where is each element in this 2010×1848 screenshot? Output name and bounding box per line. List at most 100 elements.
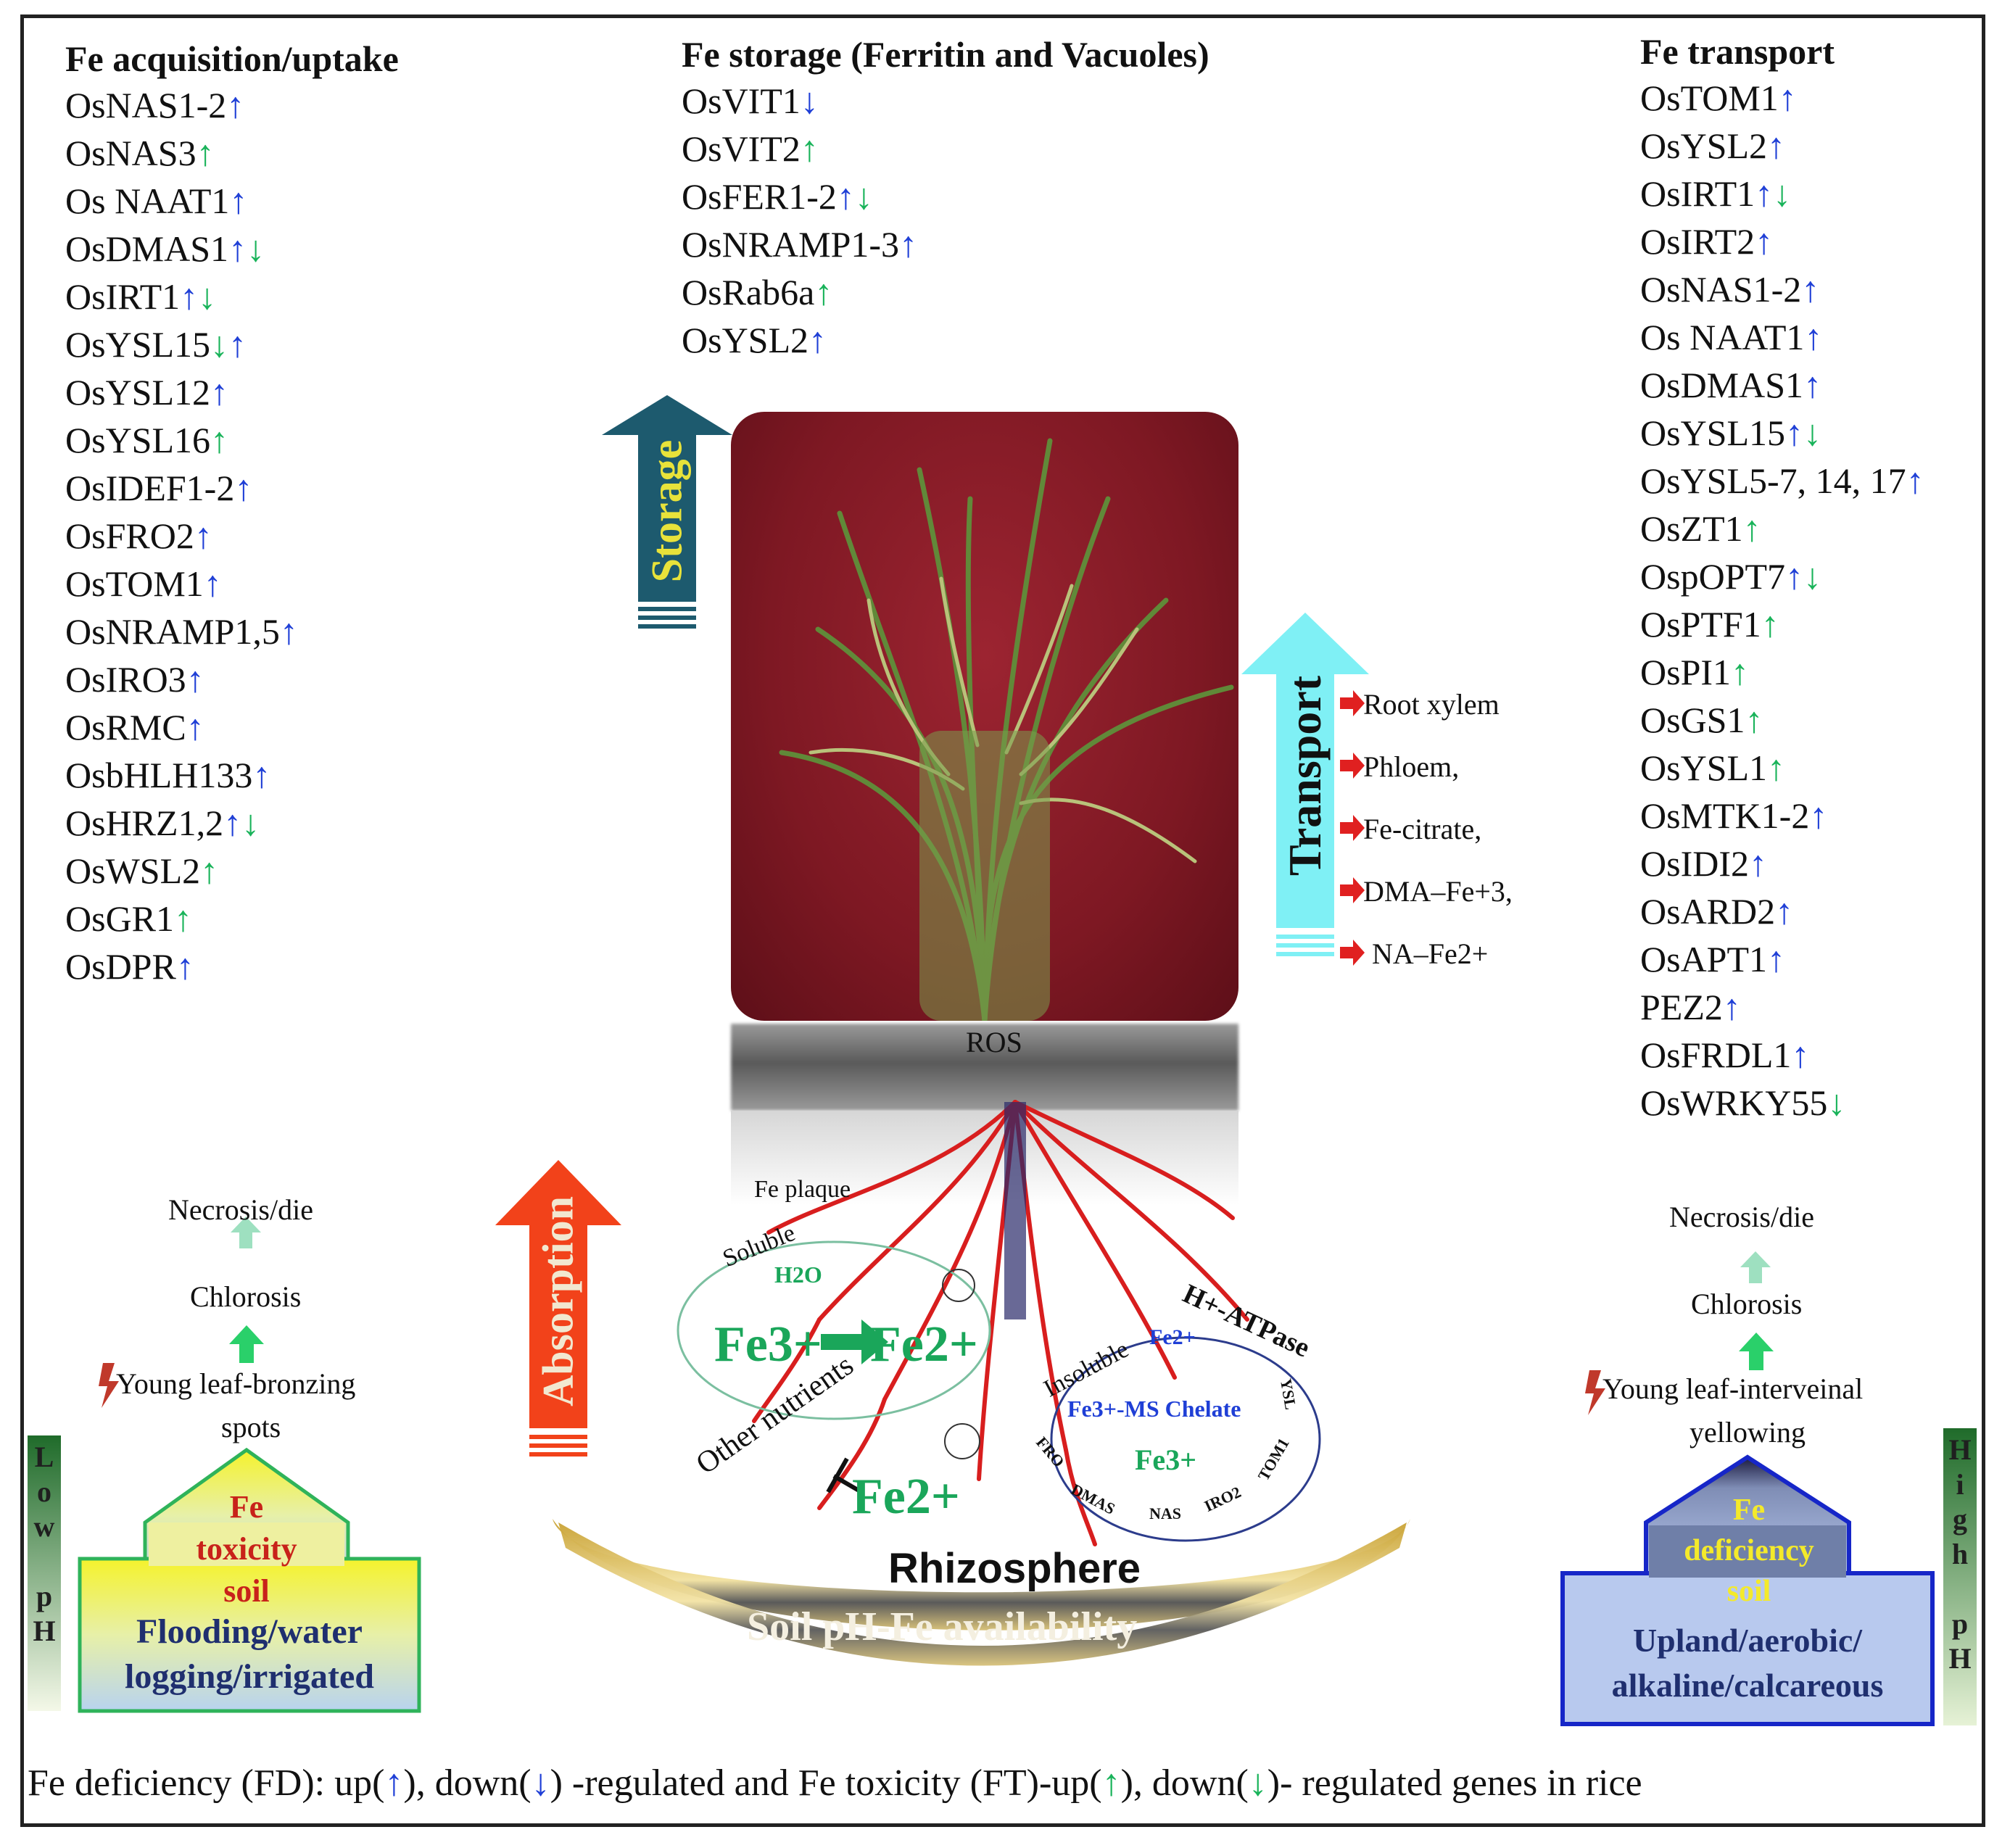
gene-entry: OsFRO2↑ — [65, 512, 399, 560]
gene-name: OsFRDL1 — [1640, 1035, 1792, 1075]
route-dma-fe: DMA–Fe+3, — [1363, 875, 1513, 908]
legend-ft-up-arrow: ↑ — [1101, 1762, 1121, 1804]
gene-name: OsFER1-2 — [682, 176, 837, 217]
fe2-inner-label: Fe2+ — [1149, 1325, 1196, 1349]
chelate-label: Fe3+-MS Chelate — [1067, 1396, 1241, 1422]
gene-entry: OsYSL2↑ — [682, 316, 1209, 364]
left-house-bottom-2: logging/irrigated — [125, 1657, 374, 1696]
fd-down-arrow-icon: ↓ — [800, 80, 819, 121]
gene-entry: OsYSL15↓↑ — [65, 320, 399, 368]
ph-letter: i — [1956, 1468, 1964, 1501]
route-fe-citrate: Fe-citrate, — [1363, 813, 1482, 845]
gene-name: OsIRT1 — [1640, 173, 1755, 214]
gene-entry: OsWRKY55↓ — [1640, 1079, 1924, 1127]
gene-entry: Os NAAT1↑ — [1640, 313, 1924, 361]
left-necrosis: Necrosis/die — [168, 1193, 313, 1226]
left-symptom-line2: spots — [221, 1411, 281, 1443]
gene-entry: OsYSL15↑↓ — [1640, 409, 1924, 457]
fd-up-arrow-icon: ↑ — [899, 224, 918, 265]
soil-surface-band — [731, 1024, 1238, 1111]
storage-title: Fe storage (Ferritin and Vacuoles) — [682, 34, 1209, 75]
legend-ft-down-arrow: ↓ — [1248, 1762, 1267, 1804]
transport-arrow-label: Transport — [1279, 675, 1331, 877]
ft-down-arrow-icon: ↓ — [241, 803, 260, 843]
gene-entry: OsNAS1-2↑ — [65, 81, 399, 129]
legend-fd-up-arrow: ↑ — [384, 1762, 404, 1804]
gene-name: OsDMAS1 — [65, 228, 229, 269]
ph-letter: h — [1951, 1538, 1969, 1570]
gene-name: OsYSL12 — [65, 372, 211, 413]
left-house-top-3: soil — [223, 1573, 270, 1609]
ft-up-arrow-icon: ↑ — [210, 420, 229, 460]
left-house-top-2: toxicity — [196, 1531, 297, 1567]
left-house — [78, 1447, 421, 1713]
legend-part-1: Fe deficiency (FD): up( — [28, 1762, 385, 1804]
left-house-top-1: Fe — [229, 1489, 264, 1525]
ph-letter: H — [33, 1615, 56, 1647]
left-house-bottom: Flooding/water logging/irrigated — [125, 1609, 374, 1699]
fd-up-arrow-icon: ↑ — [203, 563, 222, 604]
legend-fd-down-arrow: ↓ — [531, 1762, 550, 1804]
ft-down-arrow-icon: ↓ — [1803, 556, 1822, 597]
ft-up-arrow-icon: ↑ — [1767, 747, 1786, 788]
fd-up-arrow-icon: ↑ — [226, 85, 245, 125]
gene-entry: OsIDEF1-2↑ — [65, 464, 399, 512]
gene-name: OsTOM1 — [1640, 78, 1779, 118]
left-lightning-icon — [99, 1363, 119, 1408]
gene-entry: OsIRO3↑ — [65, 655, 399, 703]
fe2-label: Fe2+ — [870, 1317, 978, 1372]
ring-nas: NAS — [1149, 1504, 1182, 1522]
gene-name: OsZT1 — [1640, 508, 1743, 549]
acquisition-column: Fe acquisition/uptake OsNAS1-2↑OsNAS3↑Os… — [65, 36, 399, 990]
gene-entry: OsIRT2↑ — [1640, 217, 1924, 265]
gene-entry: OsVIT1↓ — [682, 77, 1209, 125]
gene-name: OsFRO2 — [65, 515, 194, 556]
gene-name: OsMTK1-2 — [1640, 795, 1810, 836]
fe2-block-label: Fe2+ — [852, 1469, 960, 1525]
ros-label: ROS — [966, 1026, 1022, 1058]
rhizosphere-title: Rhizosphere — [888, 1545, 1141, 1592]
gene-entry: OsYSL5-7, 14, 17↑ — [1640, 457, 1924, 505]
fd-up-arrow-icon: ↑ — [1906, 460, 1924, 501]
gene-name: OsNAS1-2 — [65, 85, 227, 125]
gene-entry: OspOPT7↑↓ — [1640, 552, 1924, 600]
gene-entry: Os NAAT1↑ — [65, 177, 399, 225]
fd-up-arrow-icon: ↑ — [186, 707, 204, 747]
high-ph-bar — [1943, 1428, 1977, 1725]
gene-entry: OsDPR↑ — [65, 942, 399, 990]
gene-entry: OsTOM1↑ — [65, 560, 399, 608]
gene-name: OsPI1 — [1640, 652, 1732, 692]
h2o-label: H2O — [774, 1261, 822, 1288]
right-house — [1560, 1454, 1935, 1726]
gene-entry: OsDMAS1↑↓ — [65, 225, 399, 273]
ft-down-arrow-icon: ↓ — [210, 324, 229, 365]
gene-name: OsGS1 — [1640, 700, 1745, 740]
ph-letter: p — [36, 1580, 53, 1612]
gene-entry: OsGR1↑ — [65, 895, 399, 942]
fd-up-arrow-icon: ↑ — [194, 515, 212, 556]
fd-up-arrow-icon: ↑ — [808, 320, 827, 360]
legend: Fe deficiency (FD): up(↑), down(↓) -regu… — [28, 1762, 1642, 1805]
route-na-fe: NA–Fe2+ — [1372, 937, 1489, 970]
fd-up-arrow-icon: ↑ — [836, 176, 855, 217]
ft-up-arrow-icon: ↑ — [814, 272, 833, 312]
fd-up-arrow-icon: ↑ — [1785, 556, 1804, 597]
fd-up-arrow-icon: ↑ — [1801, 269, 1820, 310]
gene-entry: OsFER1-2↑↓ — [682, 173, 1209, 220]
gene-name: OsARD2 — [1640, 891, 1776, 932]
ph-letter: H — [1948, 1642, 1972, 1675]
gene-entry: OsRMC↑ — [65, 703, 399, 751]
gene-name: OsbHLH133 — [65, 755, 253, 795]
gene-entry: OsYSL2↑ — [1640, 122, 1924, 170]
left-house-bottom-1: Flooding/water — [136, 1612, 363, 1651]
gene-name: OsYSL15 — [65, 324, 211, 365]
fe3-label: Fe3+ — [714, 1317, 822, 1372]
rhizosphere-bowl — [553, 1519, 1410, 1631]
gene-name: OsWSL2 — [65, 850, 201, 891]
fd-up-arrow-icon: ↑ — [1785, 413, 1804, 453]
gene-entry: OsZT1↑ — [1640, 505, 1924, 552]
gene-entry: OsARD2↑ — [1640, 887, 1924, 935]
fd-up-arrow-icon: ↑ — [1791, 1035, 1810, 1075]
